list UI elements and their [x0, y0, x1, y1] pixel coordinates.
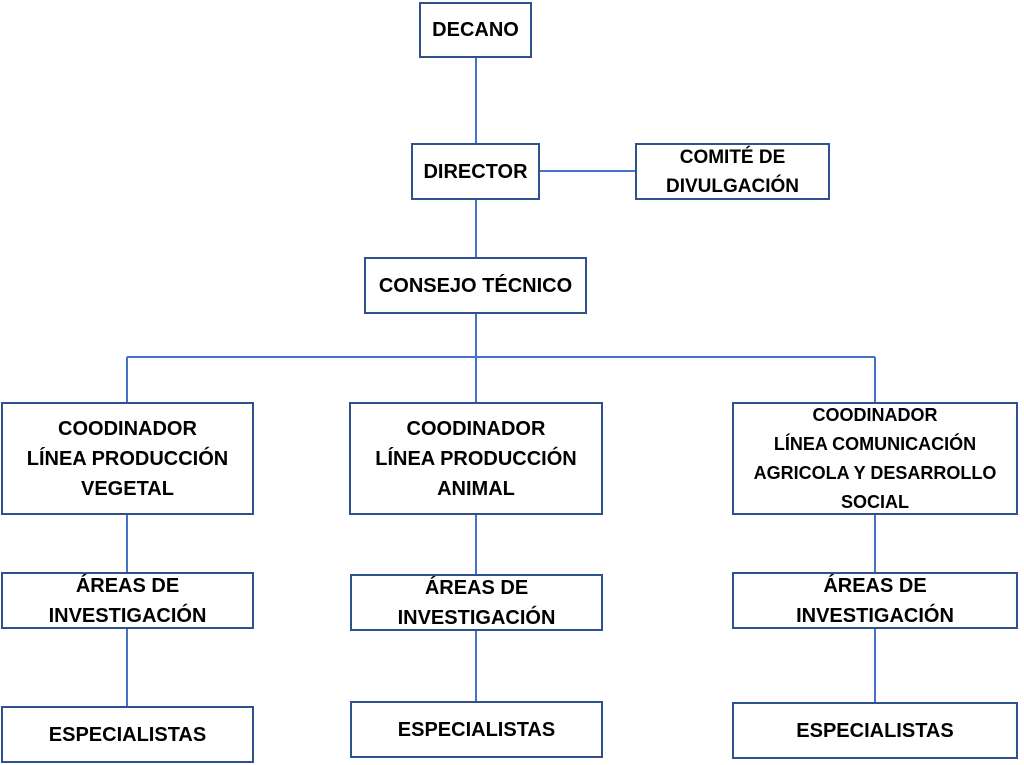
node-decano: DECANO	[419, 2, 532, 58]
node-areas-animal: ÁREAS DE INVESTIGACIÓN	[350, 574, 603, 631]
node-coordinador-comunicacion-label: COODINADOR LÍNEA COMUNICACIÓN AGRICOLA Y…	[753, 404, 997, 512]
node-coordinador-vegetal: COODINADOR LÍNEA PRODUCCIÓN VEGETAL	[1, 402, 254, 515]
node-comite-divulgacion-label: COMITÉ DE DIVULGACIÓN	[666, 146, 799, 197]
node-consejo-tecnico: CONSEJO TÉCNICO	[364, 257, 587, 314]
node-especialistas-vegetal: ESPECIALISTAS	[1, 706, 254, 763]
node-especialistas-animal: ESPECIALISTAS	[350, 701, 603, 758]
node-especialistas-animal-label: ESPECIALISTAS	[397, 718, 556, 741]
node-decano-label: DECANO	[432, 19, 519, 41]
node-coordinador-vegetal-label: COODINADOR LÍNEA PRODUCCIÓN VEGETAL	[26, 417, 229, 500]
node-especialistas-vegetal-label: ESPECIALISTAS	[48, 723, 207, 746]
node-areas-comunicacion-label: ÁREAS DE INVESTIGACIÓN	[796, 574, 954, 627]
node-coordinador-animal: COODINADOR LÍNEA PRODUCCIÓN ANIMAL	[349, 402, 603, 515]
node-areas-comunicacion: ÁREAS DE INVESTIGACIÓN	[732, 572, 1018, 629]
node-director: DIRECTOR	[411, 143, 540, 200]
node-director-label: DIRECTOR	[423, 160, 528, 183]
node-areas-animal-label: ÁREAS DE INVESTIGACIÓN	[397, 576, 556, 629]
node-especialistas-comunicacion-label: ESPECIALISTAS	[796, 719, 954, 742]
node-comite-divulgacion: COMITÉ DE DIVULGACIÓN	[635, 143, 830, 200]
node-coordinador-comunicacion: COODINADOR LÍNEA COMUNICACIÓN AGRICOLA Y…	[732, 402, 1018, 515]
node-consejo-tecnico-label: CONSEJO TÉCNICO	[378, 274, 573, 297]
node-especialistas-comunicacion: ESPECIALISTAS	[732, 702, 1018, 759]
node-areas-vegetal: ÁREAS DE INVESTIGACIÓN	[1, 572, 254, 629]
node-areas-vegetal-label: ÁREAS DE INVESTIGACIÓN	[48, 574, 207, 627]
node-coordinador-animal-label: COODINADOR LÍNEA PRODUCCIÓN ANIMAL	[375, 417, 577, 500]
